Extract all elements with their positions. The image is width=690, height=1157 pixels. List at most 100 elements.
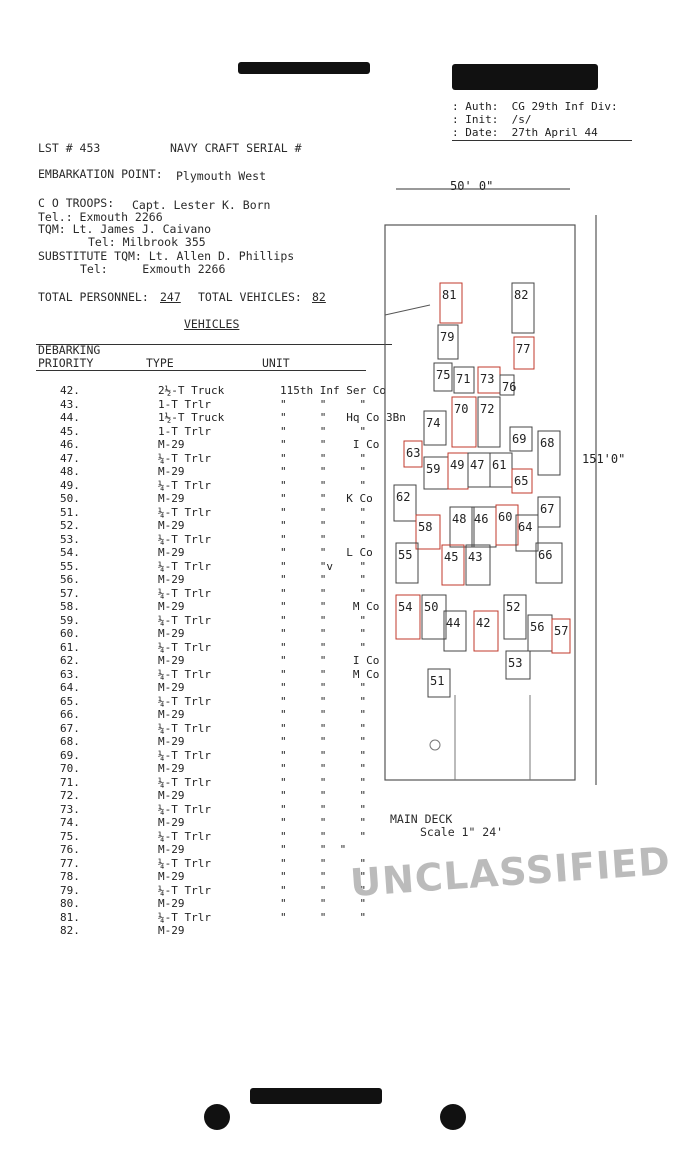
- redaction-bar-top-right: [452, 64, 598, 90]
- redaction-bar-bottom: [250, 1088, 382, 1104]
- vehicle-row: 78.M-29" " ": [60, 870, 480, 884]
- vehicle-type: ¼-T Trlr: [158, 640, 211, 654]
- vehicle-row: 55.¼-T Trlr" "v ": [60, 560, 480, 574]
- vehicle-row: 65.¼-T Trlr" " ": [60, 695, 480, 709]
- col-priority: DEBARKING PRIORITY: [38, 343, 101, 370]
- vehicle-priority: 68.: [60, 735, 80, 748]
- vehicle-type: M-29: [158, 789, 185, 802]
- deck-slot-label: 61: [492, 458, 506, 472]
- vehicle-type: M-29: [158, 843, 185, 856]
- vehicle-priority: 75.: [60, 829, 80, 843]
- vehicle-priority: 55.: [60, 559, 80, 573]
- vehicle-unit: 115th Inf Ser Co: [280, 384, 386, 397]
- vehicle-type: M-29: [158, 465, 185, 478]
- deck-slot-outline: [439, 282, 463, 324]
- vehicle-unit: " " ": [280, 802, 367, 816]
- vehicle-priority: 81.: [60, 910, 80, 924]
- vehicle-row: 71.¼-T Trlr" " ": [60, 776, 480, 790]
- vehicle-row: 67.¼-T Trlr" " ": [60, 722, 480, 736]
- total-vehicles-label: TOTAL VEHICLES:: [198, 290, 302, 304]
- vehicle-row: 72.M-29" " ": [60, 789, 480, 803]
- deck-slot-outline: [515, 514, 539, 552]
- vehicle-row: 77.¼-T Trlr" " ": [60, 857, 480, 871]
- vehicle-priority: 47.: [60, 451, 80, 465]
- vehicle-priority: 72.: [60, 789, 80, 802]
- vehicle-type: ¼-T Trlr: [158, 748, 211, 762]
- deck-slot-outline: [423, 410, 447, 446]
- vehicle-type: M-29: [158, 573, 185, 586]
- vehicle-priority: 78.: [60, 870, 80, 883]
- vehicle-unit: " " ": [280, 816, 367, 829]
- deck-slot-outline: [535, 542, 563, 584]
- substitute-tqm: SUBSTITUTE TQM: Lt. Allen D. Phillips: [38, 249, 295, 263]
- deck-slot-label: 81: [442, 288, 456, 302]
- vehicle-type: ¼-T Trlr: [158, 613, 211, 627]
- vehicle-type: M-29: [158, 681, 185, 694]
- total-personnel-label: TOTAL PERSONNEL:: [38, 290, 149, 304]
- vehicle-priority: 67.: [60, 721, 80, 735]
- auth-underline: [452, 140, 632, 141]
- ramp-line: [384, 304, 431, 316]
- vehicle-row: 59.¼-T Trlr" " ": [60, 614, 480, 628]
- vehicle-priority: 52.: [60, 519, 80, 532]
- vehicle-unit: " " ": [280, 897, 367, 910]
- vehicle-unit: " " K Co: [280, 492, 373, 505]
- vehicle-type: M-29: [158, 438, 185, 451]
- deck-slot-label: 66: [538, 548, 552, 562]
- deck-slot-label: 57: [554, 624, 568, 638]
- deck-slot-outline: [415, 514, 441, 550]
- deck-slot-label: 46: [474, 512, 488, 526]
- co-troops-value: Capt. Lester K. Born: [132, 198, 271, 212]
- navy-craft-serial: NAVY CRAFT SERIAL #: [170, 141, 302, 155]
- vehicle-priority: 49.: [60, 478, 80, 492]
- deck-slot-outline: [499, 374, 515, 396]
- deck-slot-label: 53: [508, 656, 522, 670]
- vehicle-priority: 73.: [60, 802, 80, 816]
- deck-slot-label: 71: [456, 372, 470, 386]
- vehicle-priority: 56.: [60, 573, 80, 586]
- table-top-rule: [36, 344, 392, 345]
- vehicle-unit: " " I Co: [280, 654, 380, 667]
- vehicle-row: 63.¼-T Trlr" " M Co: [60, 668, 480, 682]
- vehicle-unit: " " ": [280, 775, 367, 789]
- vehicle-type: ¼-T Trlr: [158, 694, 211, 708]
- vehicle-row: 79.¼-T Trlr" " ": [60, 884, 480, 898]
- vehicle-type: M-29: [158, 735, 185, 748]
- deck-slot-label: 45: [444, 550, 458, 564]
- vehicle-priority: 66.: [60, 708, 80, 721]
- vehicle-unit: " " M Co: [280, 667, 380, 681]
- vehicle-row: 73.¼-T Trlr" " ": [60, 803, 480, 817]
- vehicle-row: 69.¼-T Trlr" " ": [60, 749, 480, 763]
- deck-slot-outline: [511, 468, 533, 494]
- vehicle-unit: " " ": [280, 586, 367, 600]
- deck-slot-outline: [477, 396, 501, 448]
- vehicle-unit: " " M Co: [280, 600, 380, 613]
- vehicle-unit: [268, 924, 480, 938]
- vehicle-row: 44.1½-T Truck" " Hq Co 3Bn: [60, 411, 480, 425]
- punch-hole-left: [204, 1104, 230, 1130]
- deck-slot-label: 62: [396, 490, 410, 504]
- deck-slot-outline: [403, 440, 423, 468]
- deck-slot-outline: [465, 544, 491, 586]
- deck-slot-label: 49: [450, 458, 464, 472]
- vehicle-unit: " " ": [280, 708, 367, 721]
- deck-slot-outline: [503, 594, 527, 640]
- vehicle-type: 1-T Trlr: [158, 424, 211, 438]
- vehicle-priority: 58.: [60, 600, 80, 613]
- vehicle-unit: " " ": [280, 532, 367, 546]
- vehicle-type: M-29: [158, 897, 185, 910]
- deck-slot-outline: [395, 594, 421, 640]
- vehicle-type: 2½-T Truck: [158, 384, 225, 397]
- vehicle-type: ¼-T Trlr: [158, 667, 211, 681]
- vehicle-type: M-29: [158, 519, 185, 532]
- deck-fixture: [429, 739, 441, 751]
- deck-width-label: 50' 0": [450, 179, 493, 193]
- vehicle-type: M-29: [158, 546, 185, 559]
- vehicle-priority: 43.: [60, 397, 80, 411]
- deck-slot-label: 55: [398, 548, 412, 562]
- vehicle-row: 70.M-29" " ": [60, 762, 480, 776]
- deck-slot-label: 70: [454, 402, 468, 416]
- vehicle-type: ¼-T Trlr: [158, 532, 211, 546]
- vehicle-unit: " " ": [280, 843, 347, 856]
- vehicle-row: 66.M-29" " ": [60, 708, 480, 722]
